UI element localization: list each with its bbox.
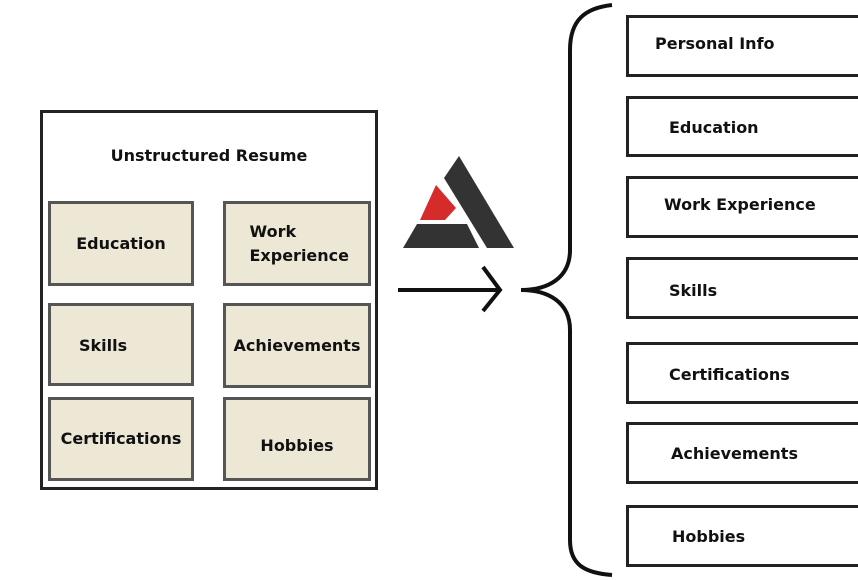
field-label: Work Experience xyxy=(664,195,816,214)
structured-field-achievements: Achievements xyxy=(626,422,858,484)
resume-section-hobbies: Hobbies xyxy=(223,397,371,481)
field-label: Skills xyxy=(669,281,718,300)
field-label: Education xyxy=(669,118,759,137)
field-label: Hobbies xyxy=(672,527,746,546)
field-label: Certifications xyxy=(669,365,790,384)
resume-section-education: Education xyxy=(48,201,194,286)
structured-field-certifications: Certifications xyxy=(626,342,858,404)
resume-section-certifications: Certifications xyxy=(48,397,194,481)
section-label: Achievements xyxy=(233,335,361,355)
resume-section-work-experience: Work Experience xyxy=(223,201,371,286)
resume-section-skills: Skills xyxy=(48,303,194,386)
section-label: Education xyxy=(76,233,166,253)
field-label: Achievements xyxy=(671,444,798,463)
structured-field-personal-info: Personal Info xyxy=(626,15,858,77)
logo-icon xyxy=(403,156,514,248)
section-label: Certifications xyxy=(60,429,182,449)
structured-field-work-experience: Work Experience xyxy=(626,176,858,238)
section-label: Hobbies xyxy=(260,436,334,455)
section-label: Skills xyxy=(79,336,128,355)
structured-field-hobbies: Hobbies xyxy=(626,505,858,567)
resume-section-achievements: Achievements xyxy=(223,303,371,388)
arrow-right-icon xyxy=(398,265,503,313)
field-label: Personal Info xyxy=(655,34,775,53)
resume-title: Unstructured Resume xyxy=(110,146,308,165)
structured-field-education: Education xyxy=(626,96,858,157)
curly-brace xyxy=(520,3,613,577)
structured-field-skills: Skills xyxy=(626,257,858,319)
section-label: Work Experience xyxy=(249,222,350,265)
